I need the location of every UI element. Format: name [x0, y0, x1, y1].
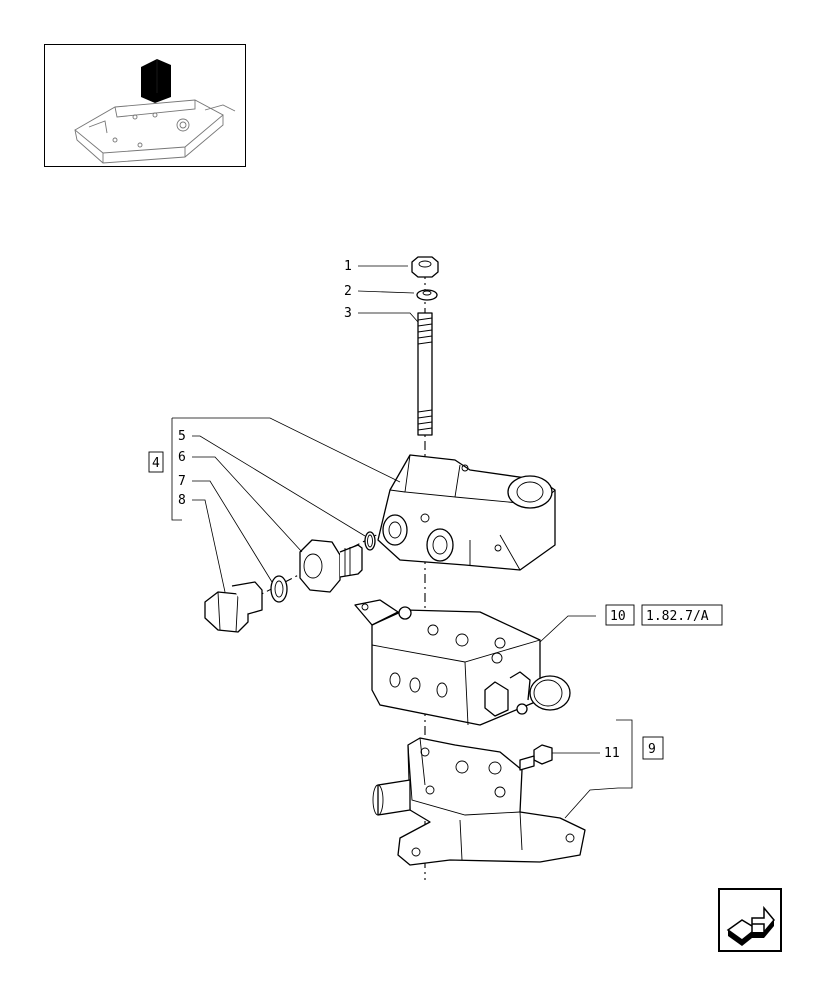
part-11-screw	[519, 744, 553, 771]
callout-8: 8	[178, 493, 186, 508]
callout-10: 10	[610, 609, 626, 624]
part-1-nut	[411, 256, 439, 278]
callout-9: 9	[648, 742, 656, 757]
next-page-button[interactable]	[718, 888, 782, 952]
reference-box	[641, 604, 723, 626]
callout-11: 11	[604, 746, 620, 761]
part-5-o-ring	[364, 531, 376, 551]
locator-thumbnail	[44, 44, 246, 167]
part-4-cover-block	[377, 454, 556, 571]
tractor-lift-thumbnail-icon	[74, 59, 236, 164]
part-2-washer	[416, 289, 438, 301]
reference-page-label: 1.82.7/A	[646, 609, 709, 624]
part-6-adaptor	[299, 539, 363, 593]
part-8-plug	[204, 581, 263, 633]
callout-5: 5	[178, 429, 186, 444]
callout-6: 6	[178, 450, 186, 465]
callout-7: 7	[178, 474, 186, 489]
part-7-o-ring	[270, 575, 288, 603]
callout-9-box	[642, 736, 664, 760]
callout-4-box	[148, 451, 164, 473]
callout-3: 3	[344, 306, 352, 321]
callout-10-box	[605, 604, 635, 626]
part-9-support-bracket	[372, 737, 586, 866]
part-3-stud	[417, 312, 433, 436]
callout-2: 2	[344, 284, 352, 299]
leader-lines	[171, 265, 633, 819]
callout-4: 4	[152, 456, 160, 471]
callout-1: 1	[344, 259, 352, 274]
next-page-arrow-icon	[718, 888, 782, 952]
part-10-control-valve	[354, 599, 571, 726]
